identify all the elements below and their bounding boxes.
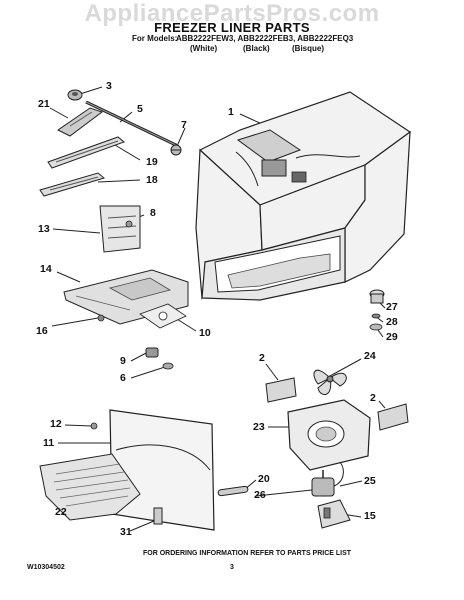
models-numbers: ABB2222FEW3, ABB2222FEB3, ABB2222FEQ3 bbox=[176, 34, 354, 43]
model-color-black: (Black) bbox=[243, 44, 270, 53]
callout-27: 27 bbox=[386, 301, 398, 313]
callout-13: 13 bbox=[38, 223, 50, 235]
callout-21: 21 bbox=[38, 98, 50, 110]
callout-7: 7 bbox=[181, 119, 187, 131]
callout-9: 9 bbox=[120, 355, 126, 367]
callout-26: 26 bbox=[254, 489, 266, 501]
watermark: AppliancePartsPros.com bbox=[84, 0, 380, 27]
callout-2-left: 2 bbox=[259, 352, 265, 364]
ordering-note: FOR ORDERING INFORMATION REFER TO PARTS … bbox=[143, 550, 352, 557]
callout-5: 5 bbox=[137, 103, 143, 115]
callout-31: 31 bbox=[120, 526, 132, 538]
document-number: W10304502 bbox=[27, 564, 65, 571]
callout-2-right: 2 bbox=[370, 392, 376, 404]
model-color-bisque: (Bisque) bbox=[292, 44, 324, 53]
callout-25: 25 bbox=[364, 475, 376, 487]
callout-24: 24 bbox=[364, 350, 376, 362]
callout-22: 22 bbox=[55, 506, 67, 518]
callout-6: 6 bbox=[120, 372, 126, 384]
callout-28: 28 bbox=[386, 316, 398, 328]
callout-20: 20 bbox=[258, 473, 270, 485]
callout-8: 8 bbox=[150, 207, 156, 219]
callout-23: 23 bbox=[253, 421, 265, 433]
callout-15: 15 bbox=[364, 510, 376, 522]
callout-10: 10 bbox=[199, 327, 211, 339]
callout-19: 19 bbox=[146, 156, 158, 168]
callout-3: 3 bbox=[106, 80, 112, 92]
callout-11: 11 bbox=[43, 437, 55, 449]
diagram-title: FREEZER LINER PARTS bbox=[154, 20, 310, 35]
callout-29: 29 bbox=[386, 331, 398, 343]
callout-14: 14 bbox=[40, 263, 52, 275]
callout-16: 16 bbox=[36, 325, 48, 337]
models-prefix: For Models: bbox=[132, 34, 178, 43]
model-color-white: (White) bbox=[190, 44, 218, 53]
callout-1: 1 bbox=[228, 106, 234, 118]
callout-12: 12 bbox=[50, 418, 62, 430]
callout-18: 18 bbox=[146, 174, 158, 186]
page-number: 3 bbox=[230, 564, 234, 571]
